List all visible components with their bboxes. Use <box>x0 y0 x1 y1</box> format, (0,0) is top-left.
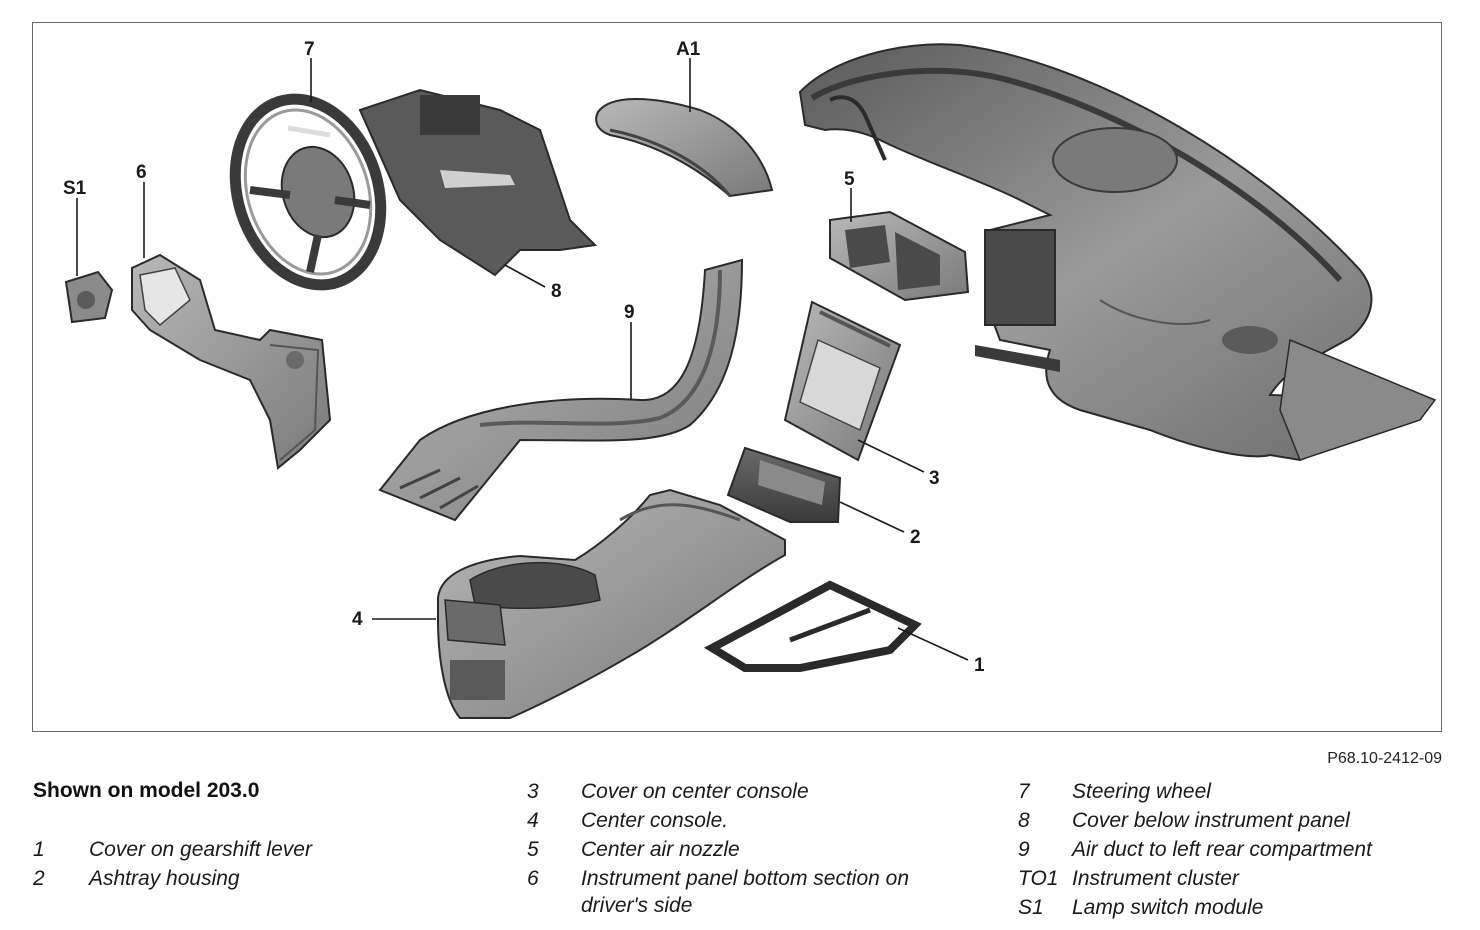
legend-text-continued: driver's side <box>581 894 693 917</box>
center-console-illustration <box>437 488 786 719</box>
legend-text: Air duct to left rear compartment <box>1072 838 1372 861</box>
callout-3: 3 <box>929 468 940 489</box>
legend-num: 9 <box>1018 838 1030 861</box>
callout-a1: A1 <box>676 39 701 60</box>
center-console-cover-illustration <box>783 300 902 462</box>
leader-line-1 <box>897 627 969 661</box>
legend-text: Instrument panel bottom section on <box>581 867 910 890</box>
legend-num: TO1 <box>1018 867 1059 890</box>
legend-text: Ashtray housing <box>89 867 240 890</box>
legend-num: 5 <box>527 838 539 861</box>
exploded-view-diagram: 7 A1 S1 6 5 8 9 3 2 4 1 <box>63 39 1437 719</box>
instrument-cluster-cover-illustration <box>595 98 774 198</box>
gearshift-cover-illustration <box>703 580 922 672</box>
callout-6: 6 <box>136 162 147 183</box>
air-duct-illustration <box>378 258 744 522</box>
steering-wheel-illustration <box>229 88 598 291</box>
diagram-frame <box>32 22 1442 732</box>
center-air-nozzle-illustration <box>829 210 970 302</box>
ashtray-housing-illustration <box>726 446 842 523</box>
callout-5: 5 <box>844 169 855 190</box>
leader-line-8 <box>504 264 546 288</box>
legend-num: 7 <box>1018 780 1030 803</box>
legend-text: Cover below instrument panel <box>1072 809 1350 832</box>
legend-text: Lamp switch module <box>1072 896 1264 919</box>
callout-s1: S1 <box>63 178 87 199</box>
instrument-panel-illustration <box>798 43 1437 462</box>
figure-reference: P68.10-2412-09 <box>1327 750 1442 767</box>
legend-text: Center console. <box>581 809 729 832</box>
legend-heading: Shown on model 203.0 <box>33 779 260 802</box>
callout-2: 2 <box>910 527 921 548</box>
legend-num: 3 <box>527 780 539 803</box>
callout-9: 9 <box>624 302 635 323</box>
leader-line-3 <box>857 439 925 473</box>
legend-text: Cover on center console <box>581 780 809 803</box>
legend-text: Cover on gearshift lever <box>89 838 312 861</box>
legend-num: 8 <box>1018 809 1030 832</box>
leader-line-2 <box>839 501 905 533</box>
legend-num: 1 <box>33 838 45 861</box>
legend-text: Center air nozzle <box>581 838 740 861</box>
callout-8: 8 <box>551 281 562 302</box>
legend-num: 6 <box>527 867 539 890</box>
legend-num: 2 <box>33 867 45 890</box>
lamp-switch-module-illustration <box>64 270 114 324</box>
callout-1: 1 <box>974 655 985 676</box>
legend-text: Steering wheel <box>1072 780 1211 803</box>
callout-4: 4 <box>352 609 363 630</box>
callout-7: 7 <box>304 39 315 60</box>
legend-text: Instrument cluster <box>1072 867 1239 890</box>
legend-num: S1 <box>1018 896 1044 919</box>
legend-num: 4 <box>527 809 539 832</box>
instrument-panel-bottom-section-illustration <box>131 253 332 470</box>
